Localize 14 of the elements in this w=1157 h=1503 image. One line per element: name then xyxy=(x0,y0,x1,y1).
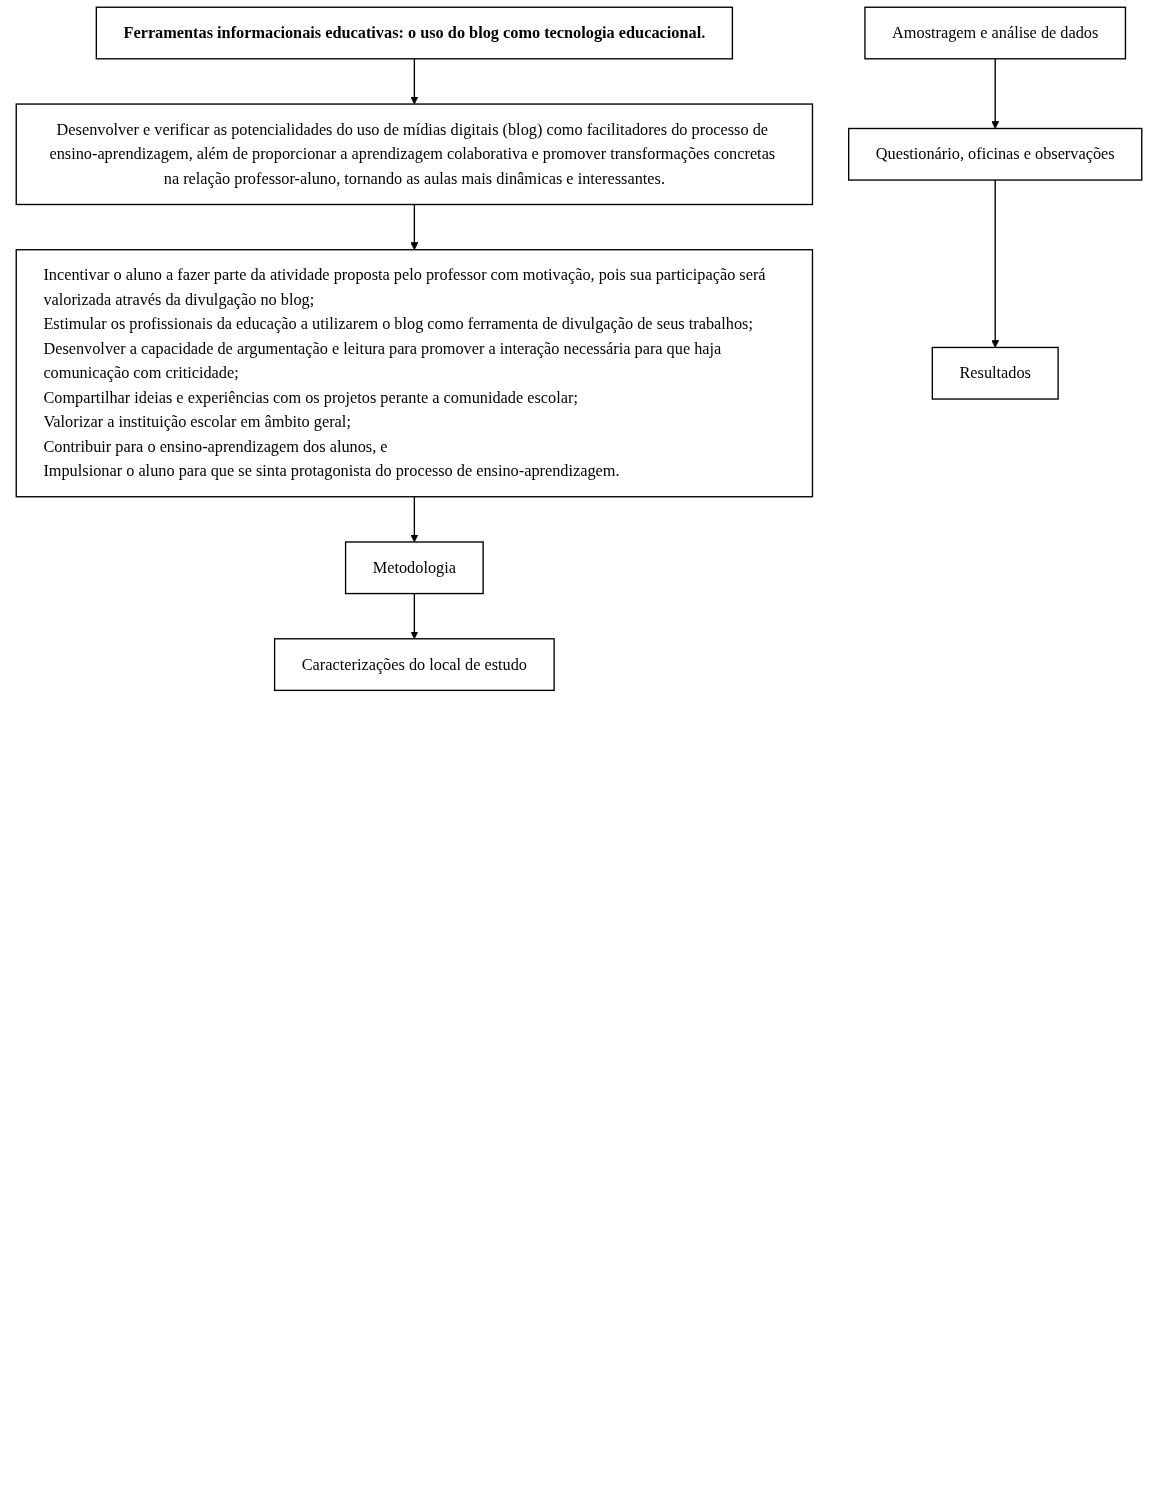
node-box: Metodologia xyxy=(344,541,484,595)
node-box: Questionário, oficinas e observações xyxy=(847,127,1142,181)
node-box: Ferramentas informacionais educativas: o uso do blog como tecnologia educacional. xyxy=(95,6,733,60)
arrow xyxy=(409,58,418,105)
node-box: Desenvolver e verificar as potencialidades do uso de mídias digitais (blog) como facilitadores do processo de ensino-aprendizagem, além de proporcionar a aprendizagem colaborativa e promover transformações concretas na relação professor-aluno, tornando as aulas mais dinâmicas e interessantes. xyxy=(15,103,813,206)
arrow xyxy=(409,203,418,251)
node-box: Resultados xyxy=(931,346,1059,400)
node-box: Caracterizações do local de estudo xyxy=(273,638,555,692)
arrow xyxy=(990,58,999,129)
arrow xyxy=(990,179,999,348)
node-box: Amostragem e análise de dados xyxy=(863,6,1126,60)
arrow xyxy=(409,592,418,640)
node-box: Incentivar o aluno a fazer parte da atividade proposta pelo professor com motivação, pois sua participação será valorizada através da divulgação no blog; Estimular os profissionais da educação a utilizarem o blog como ferramenta de divulgação de seus trabalhos; Desenvolver a capacidade de argumentação e leitura para promover a interação necessária para que haja comunicação com criticidade; Compartilhar ideias e experiências com os projetos perante a comunidade escolar; Valorizar a instituição escolar em âmbito geral; Contribuir para o ensino-aprendizagem dos alunos, e Impulsionar o aluno para que se sinta protagonista do processo de ensino-aprendizagem. xyxy=(15,249,813,498)
arrow xyxy=(409,496,418,543)
